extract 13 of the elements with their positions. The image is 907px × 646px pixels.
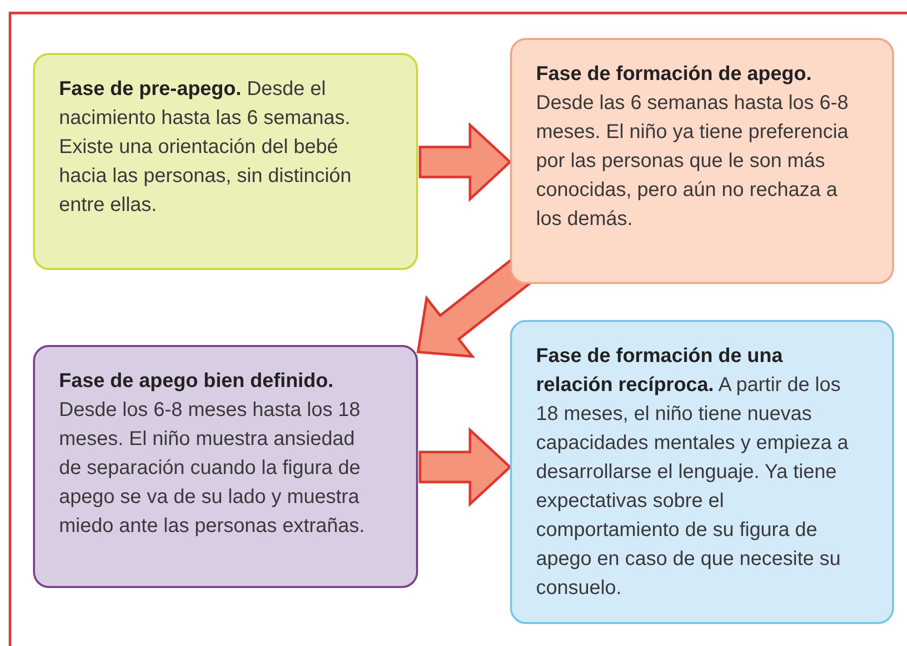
block-arrow	[416, 258, 532, 358]
phase-description: Fase de pre-apego. Desde el nacimiento hasta las 6 semanas. Existe una orientación del bebé hacia las personas, sin distinción entre ellas.	[59, 77, 352, 218]
phase-box	[510, 38, 894, 284]
phase-box	[33, 345, 418, 588]
phase-description: Fase de formación de una relación recíproca. A partir de los 18 meses, el niño tiene nuevas capacidades mentales y empieza a desarrollarse el lenguaje. Ya tiene expectativas sobre el comportamiento de su figura de apego en caso de que necesite su consuelo.	[536, 344, 850, 601]
phase-heading: Fase de formación de apego.	[536, 62, 813, 87]
phase-box	[510, 320, 894, 624]
block-arrow	[418, 122, 512, 202]
phase-description: Desde las 6 semanas hasta los 6-8 meses. El niño ya tiene preferencia por las personas que le son más conocidas, pero aún no rechaza a los demás.	[536, 91, 850, 232]
phase-box	[33, 53, 418, 270]
phase-heading: Fase de apego bien definido.	[59, 369, 334, 394]
block-arrow	[418, 427, 512, 507]
phase-description: Desde los 6-8 meses hasta los 18 meses. El niño muestra ansiedad de separación cuando la figura de apego se va de su lado y muestra miedo ante las personas extrañas.	[59, 398, 366, 539]
